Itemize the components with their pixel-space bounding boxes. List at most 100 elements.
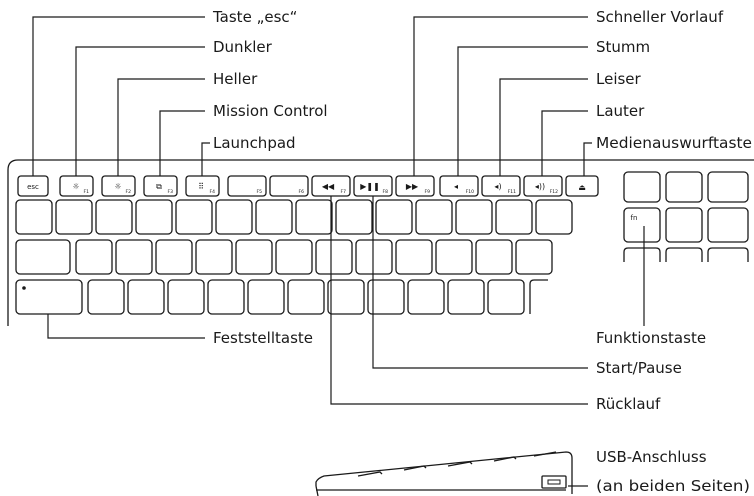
key-caps-lock: [15, 279, 83, 315]
key: [327, 279, 365, 315]
key: [255, 199, 293, 235]
key: [475, 239, 513, 275]
fast-forward-icon: ▶▶: [406, 182, 419, 191]
mission-control-icon: ⧉: [156, 182, 162, 191]
key: [315, 239, 353, 275]
key-f11-leiser: [481, 175, 521, 197]
key-f7-text: F7: [341, 189, 347, 195]
key: [487, 279, 525, 315]
play-pause-icon: ▶❚❚: [360, 182, 380, 191]
brightness-down-icon: ☼: [72, 182, 79, 191]
leader-lauter: [541, 110, 588, 176]
key-f10-text: F10: [466, 189, 474, 195]
key-f12-lauter: [523, 175, 563, 197]
side-keycaps: [357, 451, 557, 477]
key: [247, 279, 285, 315]
key: [707, 171, 749, 203]
key: [415, 199, 453, 235]
key-fn: [623, 207, 661, 243]
leader-start-pause: [372, 196, 588, 369]
key-partial: [529, 279, 548, 314]
key: [355, 239, 393, 275]
key: [435, 239, 473, 275]
leader-schneller-vorlauf: [413, 16, 588, 176]
key-f10-stumm: [439, 175, 479, 197]
key-f5-text: F5: [257, 189, 263, 195]
key: [207, 279, 245, 315]
leader-lines: [32, 16, 645, 487]
key: [115, 239, 153, 275]
key-eject: [565, 175, 599, 197]
key: [287, 279, 325, 315]
keyboard-body-outline: [7, 159, 754, 326]
key: [215, 199, 253, 235]
label-stumm: Stumm: [596, 38, 650, 56]
label-leiser: Leiser: [596, 70, 642, 88]
key-partial: [665, 247, 703, 262]
label-medienauswurftaste: Medienauswurftaste: [596, 134, 752, 152]
key: [447, 279, 485, 315]
key: [195, 239, 233, 275]
key-f6-text: F6: [299, 189, 305, 195]
key: [665, 171, 703, 203]
key: [515, 239, 553, 275]
brightness-up-icon: ☼: [114, 182, 121, 191]
key: [335, 199, 373, 235]
key-f9-schneller-vorlauf: [395, 175, 435, 197]
leader-mission-control: [159, 110, 205, 176]
key: [495, 199, 533, 235]
key: [375, 199, 413, 235]
callout-labels: Taste „esc“ Dunkler Heller Mission Contr…: [212, 8, 752, 495]
key: [155, 239, 193, 275]
key-f2-text: F2: [126, 189, 132, 195]
label-usb-line2: (an beiden Seiten): [596, 477, 750, 495]
label-funktionstaste: Funktionstaste: [596, 329, 706, 347]
function-key-row: esc ☼ F1 ☼ F2 ⧉ F3 ⠿ F4 F5 F6 ◀◀ F7 ▶❚❚ …: [17, 175, 599, 197]
leader-heller: [117, 78, 205, 176]
right-key-cluster: fn: [623, 171, 749, 262]
key: [535, 199, 573, 235]
key: [135, 199, 173, 235]
key: [665, 207, 703, 243]
key-f4-text: F4: [210, 189, 216, 195]
key-f1-text: F1: [84, 189, 90, 195]
key: [75, 239, 113, 275]
eject-icon: ⏏: [578, 183, 586, 192]
volume-up-icon: ◂)): [535, 182, 545, 191]
label-schneller-vorlauf: Schneller Vorlauf: [596, 8, 724, 26]
key-f8-text: F8: [383, 189, 389, 195]
caps-lock-indicator: [22, 286, 26, 290]
rewind-icon: ◀◀: [322, 182, 335, 191]
usb-port: [541, 475, 567, 489]
leader-stumm: [457, 46, 588, 176]
leader-esc: [32, 16, 205, 176]
leader-feststelltaste: [47, 314, 205, 339]
label-heller: Heller: [213, 70, 258, 88]
key-f3-text: F3: [168, 189, 174, 195]
key: [95, 199, 133, 235]
leader-launchpad: [201, 142, 210, 176]
label-ruecklauf: Rücklauf: [596, 395, 661, 413]
mute-icon: ◂: [454, 182, 458, 191]
main-key-rows: [15, 199, 573, 315]
key: [455, 199, 493, 235]
label-esc: Taste „esc“: [212, 8, 297, 26]
leader-ruecklauf: [330, 196, 588, 405]
usb-port-inner: [547, 479, 561, 485]
label-dunkler: Dunkler: [213, 38, 273, 56]
key: [623, 171, 661, 203]
key-partial: [623, 247, 661, 262]
key: [295, 199, 333, 235]
key: [235, 239, 273, 275]
key-f12-text: F12: [550, 189, 558, 195]
key: [167, 279, 205, 315]
key: [15, 199, 53, 235]
key-f6: [269, 175, 309, 197]
key: [15, 239, 71, 275]
label-launchpad: Launchpad: [213, 134, 296, 152]
key: [127, 279, 165, 315]
label-mission-control: Mission Control: [213, 102, 328, 120]
key-f11-text: F11: [508, 189, 516, 195]
leader-dunkler: [75, 46, 205, 176]
